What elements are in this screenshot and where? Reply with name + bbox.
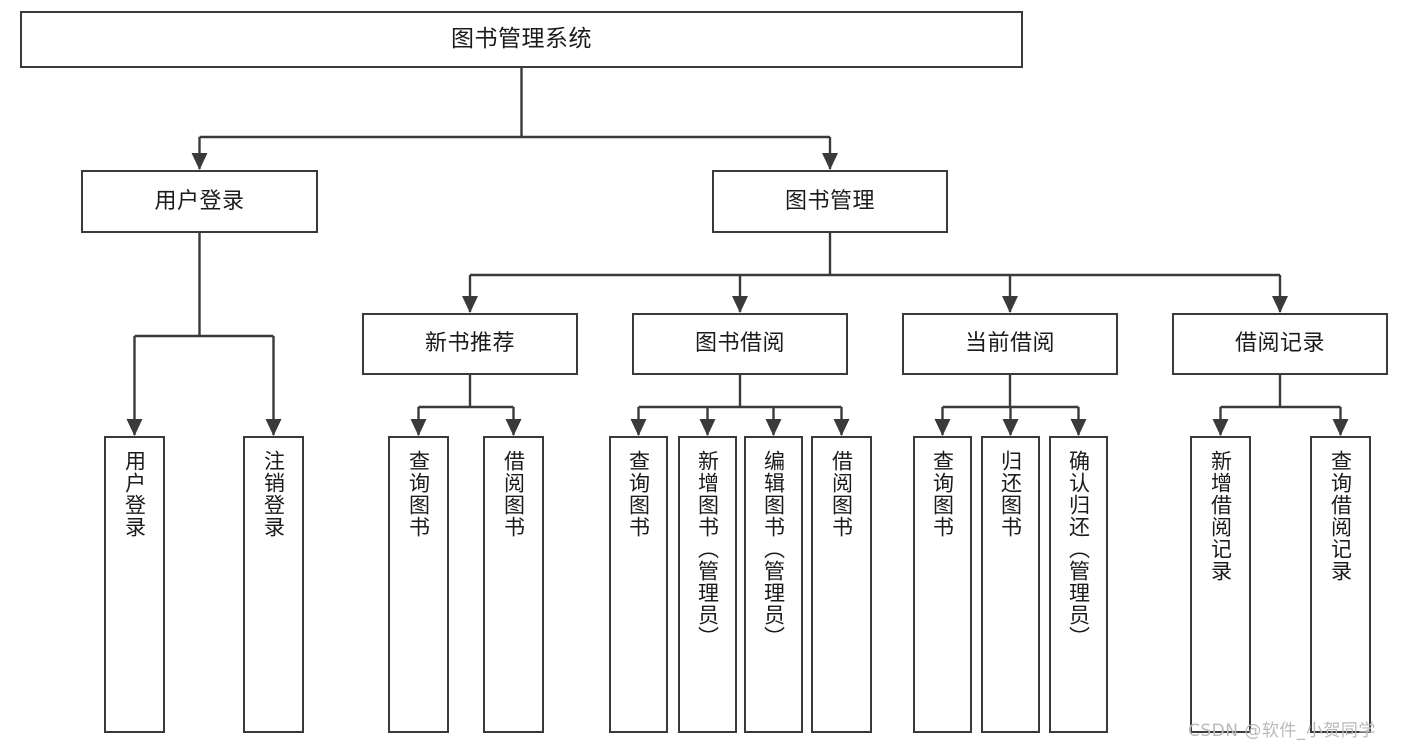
node-label: 新书推荐 xyxy=(424,331,515,357)
node-leaf-rec-query[interactable]: 查询图书 xyxy=(388,436,449,733)
node-label: 用户登录 xyxy=(154,188,245,214)
node-label: 新增图书（管理员） xyxy=(695,450,720,648)
node-label: 注销登录 xyxy=(261,450,286,538)
arrow-head-icon xyxy=(1002,419,1019,436)
node-leaf-br-query[interactable]: 查询借阅记录 xyxy=(1310,436,1371,733)
node-label: 查询图书 xyxy=(626,450,651,538)
node-label: 新增借阅记录 xyxy=(1208,450,1233,582)
arrow-head-icon xyxy=(822,153,838,170)
arrow-head-icon xyxy=(1332,419,1349,436)
node-leaf-bb-add[interactable]: 新增图书（管理员） xyxy=(678,436,737,733)
node-label: 归还图书 xyxy=(998,450,1023,538)
node-label: 确认归还（管理员） xyxy=(1066,450,1091,648)
node-label: 当前借阅 xyxy=(964,331,1055,357)
arrow-head-icon xyxy=(765,419,782,436)
node-book-borrow[interactable]: 图书借阅 xyxy=(632,313,848,375)
node-new-book-rec[interactable]: 新书推荐 xyxy=(362,313,578,375)
node-label: 图书借阅 xyxy=(694,331,785,357)
node-leaf-user-login[interactable]: 用户登录 xyxy=(104,436,165,733)
node-leaf-br-add[interactable]: 新增借阅记录 xyxy=(1190,436,1251,733)
node-book-manage[interactable]: 图书管理 xyxy=(712,170,948,233)
arrow-head-icon xyxy=(699,419,716,436)
node-root[interactable]: 图书管理系统 xyxy=(20,11,1023,68)
node-borrow-record[interactable]: 借阅记录 xyxy=(1172,313,1388,375)
arrow-head-icon xyxy=(1272,296,1288,313)
node-leaf-bb-borrow[interactable]: 借阅图书 xyxy=(811,436,872,733)
node-label: 借阅记录 xyxy=(1234,331,1325,357)
arrow-head-icon xyxy=(1070,419,1087,436)
arrow-head-icon xyxy=(630,419,647,436)
node-leaf-bb-edit[interactable]: 编辑图书（管理员） xyxy=(744,436,803,733)
node-label: 借阅图书 xyxy=(829,450,854,538)
node-user-login[interactable]: 用户登录 xyxy=(81,170,318,233)
node-leaf-bb-query[interactable]: 查询图书 xyxy=(609,436,668,733)
arrow-head-icon xyxy=(265,419,282,436)
node-label: 图书管理系统 xyxy=(451,25,592,52)
node-label: 编辑图书（管理员） xyxy=(761,450,786,648)
arrow-head-icon xyxy=(833,419,850,436)
arrow-head-icon xyxy=(191,153,208,170)
arrow-head-icon xyxy=(505,419,522,436)
node-current-borrow[interactable]: 当前借阅 xyxy=(902,313,1118,375)
node-label: 查询图书 xyxy=(930,450,955,538)
node-leaf-cb-confirm[interactable]: 确认归还（管理员） xyxy=(1049,436,1108,733)
node-label: 图书管理 xyxy=(784,188,875,214)
arrow-head-icon xyxy=(1212,419,1229,436)
arrow-head-icon xyxy=(126,419,143,436)
node-leaf-cb-query[interactable]: 查询图书 xyxy=(913,436,972,733)
node-label: 查询借阅记录 xyxy=(1328,450,1353,582)
node-label: 查询图书 xyxy=(406,450,431,538)
node-leaf-rec-borrow[interactable]: 借阅图书 xyxy=(483,436,544,733)
arrow-head-icon xyxy=(1002,296,1018,313)
arrow-head-icon xyxy=(934,419,951,436)
node-label: 用户登录 xyxy=(122,450,147,538)
node-label: 借阅图书 xyxy=(501,450,526,538)
node-leaf-logout[interactable]: 注销登录 xyxy=(243,436,304,733)
arrow-head-icon xyxy=(410,419,427,436)
node-leaf-cb-return[interactable]: 归还图书 xyxy=(981,436,1040,733)
arrow-head-icon xyxy=(462,296,478,313)
arrow-head-icon xyxy=(732,296,748,313)
